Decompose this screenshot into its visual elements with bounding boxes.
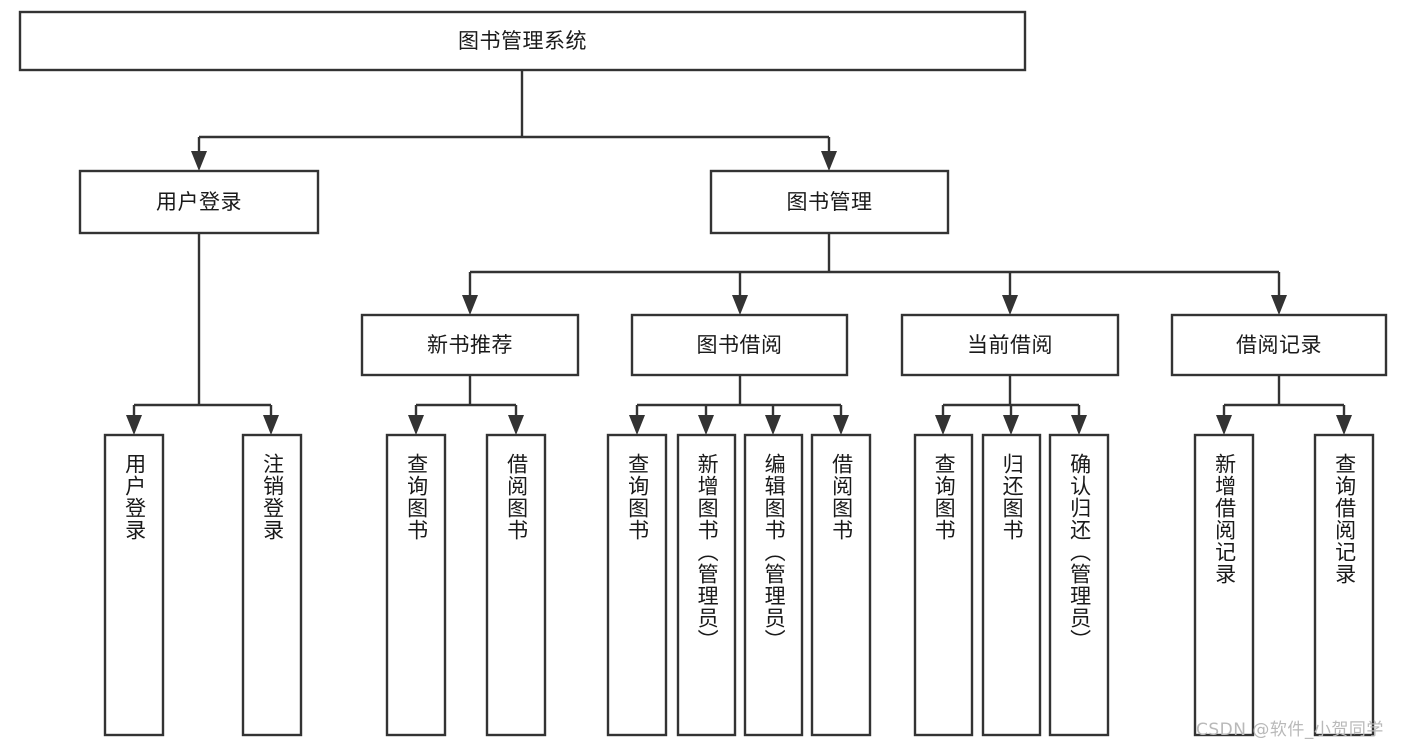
- node-label-borrow-record: 借阅记录: [1236, 333, 1322, 357]
- arrow-head-icon: [1002, 295, 1018, 315]
- node-label-book-management: 图书管理: [787, 190, 873, 214]
- node-box-borrow-record[interactable]: [1170, 313, 1388, 377]
- node-label-current-borrow: 当前借阅: [967, 333, 1053, 357]
- node-box-leaf-borrow-add-book[interactable]: [676, 433, 737, 737]
- node-box-leaf-record-add[interactable]: [1193, 433, 1255, 737]
- arrow-head-icon: [1003, 415, 1019, 435]
- arrow-head-icon: [765, 415, 781, 435]
- arrow-head-icon: [1271, 295, 1287, 315]
- node-label-root: 图书管理系统: [458, 29, 587, 53]
- arrow-head-icon: [126, 415, 142, 435]
- node-box-book-management[interactable]: [709, 169, 950, 235]
- boxes-layer: [18, 10, 1388, 737]
- node-box-leaf-recommend-query-book[interactable]: [385, 433, 447, 737]
- arrow-head-icon: [408, 415, 424, 435]
- node-label-new-book-recommend: 新书推荐: [427, 333, 513, 357]
- node-box-leaf-borrow-edit-book[interactable]: [743, 433, 804, 737]
- arrow-head-icon: [732, 295, 748, 315]
- node-box-current-borrow[interactable]: [900, 313, 1120, 377]
- node-label-book-borrow: 图书借阅: [697, 333, 783, 357]
- node-box-leaf-current-confirm-return[interactable]: [1048, 433, 1110, 737]
- arrow-head-icon: [1336, 415, 1352, 435]
- node-label-user-login: 用户登录: [156, 190, 242, 214]
- node-box-user-login[interactable]: [78, 169, 320, 235]
- node-box-leaf-record-query[interactable]: [1313, 433, 1375, 737]
- node-box-root[interactable]: [18, 10, 1027, 72]
- connectors-layer: [126, 70, 1352, 435]
- node-box-leaf-current-query-book[interactable]: [913, 433, 974, 737]
- arrow-head-icon: [191, 151, 207, 171]
- arrow-head-icon: [935, 415, 951, 435]
- arrow-head-icon: [1071, 415, 1087, 435]
- node-box-leaf-borrow-query-book[interactable]: [606, 433, 668, 737]
- arrow-head-icon: [698, 415, 714, 435]
- arrow-head-icon: [508, 415, 524, 435]
- node-box-leaf-user-login[interactable]: [103, 433, 165, 737]
- arrow-head-icon: [629, 415, 645, 435]
- arrow-head-icon: [462, 295, 478, 315]
- node-box-leaf-recommend-borrow-book[interactable]: [485, 433, 547, 737]
- arrow-head-icon: [1216, 415, 1232, 435]
- csdn-watermark: CSDN @软件_小贺同学: [1196, 720, 1384, 740]
- node-box-leaf-current-return-book[interactable]: [981, 433, 1042, 737]
- arrow-head-icon: [263, 415, 279, 435]
- arrow-head-icon: [821, 151, 837, 171]
- node-box-new-book-recommend[interactable]: [360, 313, 580, 377]
- node-box-leaf-user-logout[interactable]: [241, 433, 303, 737]
- node-box-book-borrow[interactable]: [630, 313, 849, 377]
- arrow-head-icon: [833, 415, 849, 435]
- node-box-leaf-borrow-borrow-book[interactable]: [810, 433, 872, 737]
